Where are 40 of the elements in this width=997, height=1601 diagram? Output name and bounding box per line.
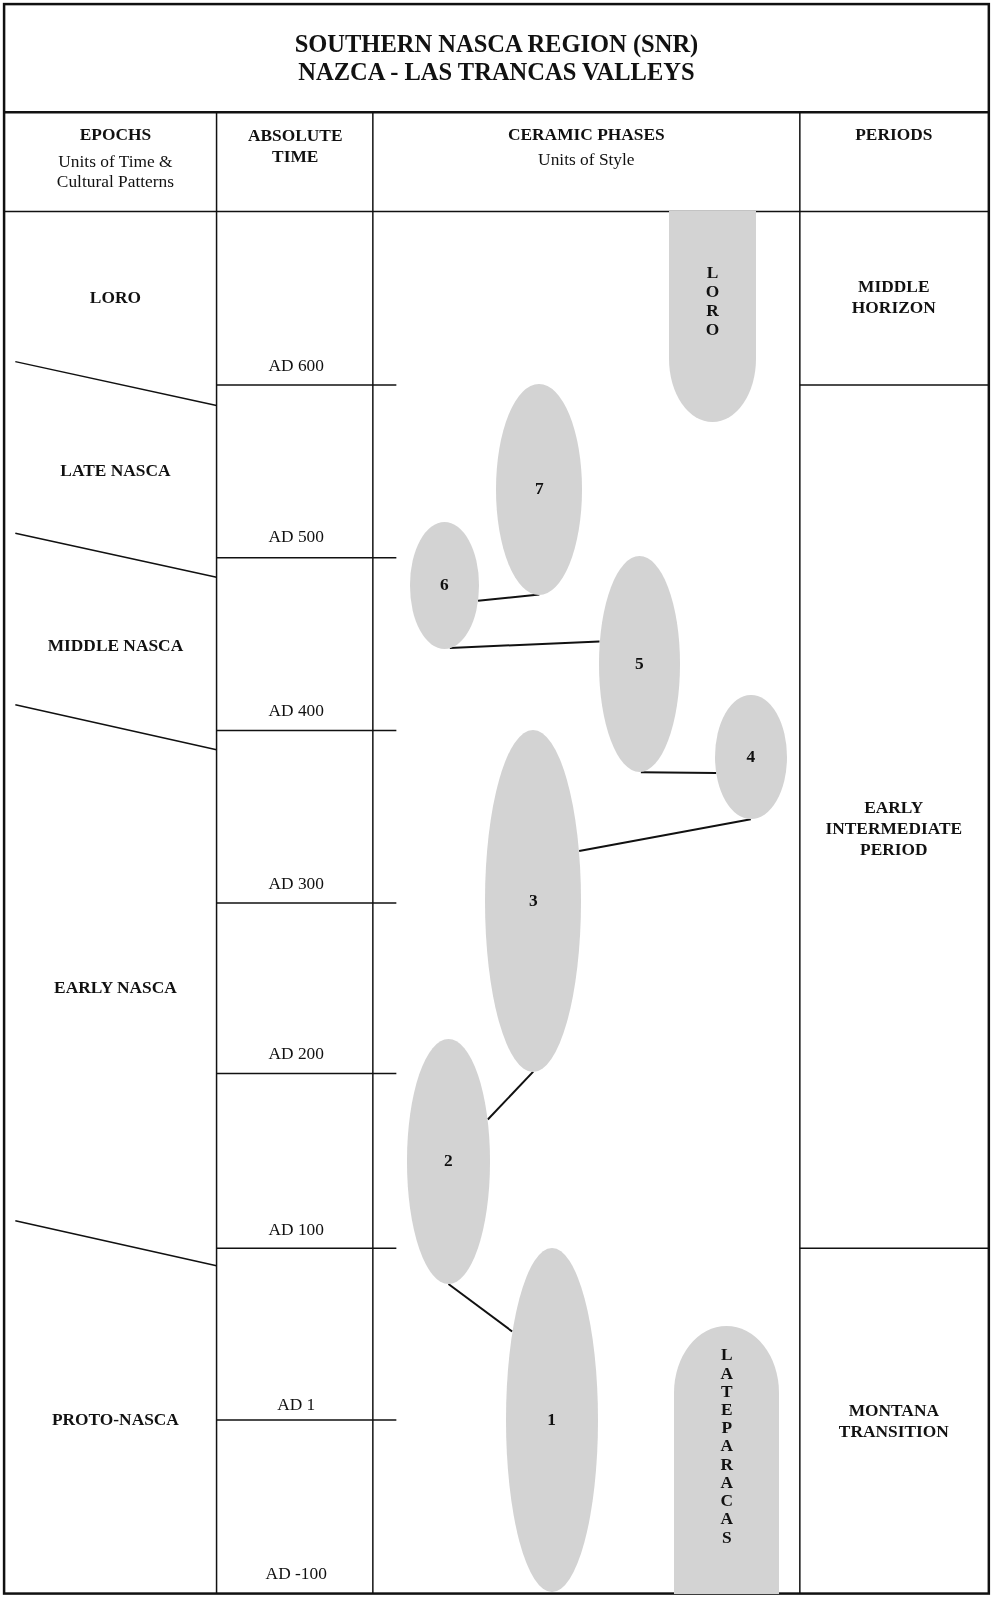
phase-label: 7 — [535, 479, 544, 500]
connector-line — [639, 771, 718, 775]
phase-label: LATE PARACAS — [719, 1346, 735, 1547]
column-header: EPOCHS — [78, 124, 153, 146]
epoch-label: LATE NASCA — [59, 460, 172, 482]
period-label: MONTANA TRANSITION — [837, 1401, 950, 1443]
epoch-label: LORO — [88, 287, 142, 309]
phase-label: 5 — [635, 653, 644, 674]
connector-line — [477, 593, 541, 602]
phase-label: LORO — [704, 262, 721, 339]
date-label: AD 200 — [267, 1043, 325, 1065]
phase-label: 3 — [528, 890, 538, 911]
date-label: AD 600 — [267, 355, 325, 377]
column-subheader: Units of Style — [537, 149, 636, 171]
period-label: EARLY INTERMEDIATE PERIOD — [824, 798, 964, 861]
epoch-label: EARLY NASCA — [53, 977, 178, 999]
date-label: AD 500 — [267, 526, 325, 548]
date-label: AD 400 — [267, 700, 325, 722]
phase-label: 1 — [547, 1409, 556, 1430]
column-header: CERAMIC PHASES — [506, 124, 666, 146]
column-header: PERIODS — [854, 124, 934, 146]
phase-label: 6 — [440, 575, 449, 596]
epoch-label: MIDDLE NASCA — [46, 635, 185, 656]
connector-line — [448, 640, 601, 649]
date-label: AD -100 — [264, 1563, 328, 1585]
connector-line — [578, 818, 752, 853]
column-subheader: Units of Time & Cultural Patterns — [55, 151, 175, 194]
phase-bar — [674, 1325, 780, 1594]
date-label: AD 1 — [276, 1394, 317, 1415]
date-label: AD 100 — [267, 1219, 325, 1241]
connector-line — [486, 1070, 535, 1121]
phase-bar — [669, 211, 756, 422]
epoch-label: PROTO-NASCA — [50, 1409, 180, 1431]
period-label: MIDDLE HORIZON — [850, 277, 937, 320]
chart-title: SOUTHERN NASCA REGION (SNR) NAZCA - LAS TRANCAS VALLEYS — [293, 30, 700, 87]
connector-line — [447, 1283, 514, 1333]
date-label: AD 300 — [267, 873, 325, 894]
phase-label: 4 — [746, 746, 756, 767]
column-header: ABSOLUTE TIME — [246, 126, 344, 168]
phase-label: 2 — [444, 1151, 453, 1172]
